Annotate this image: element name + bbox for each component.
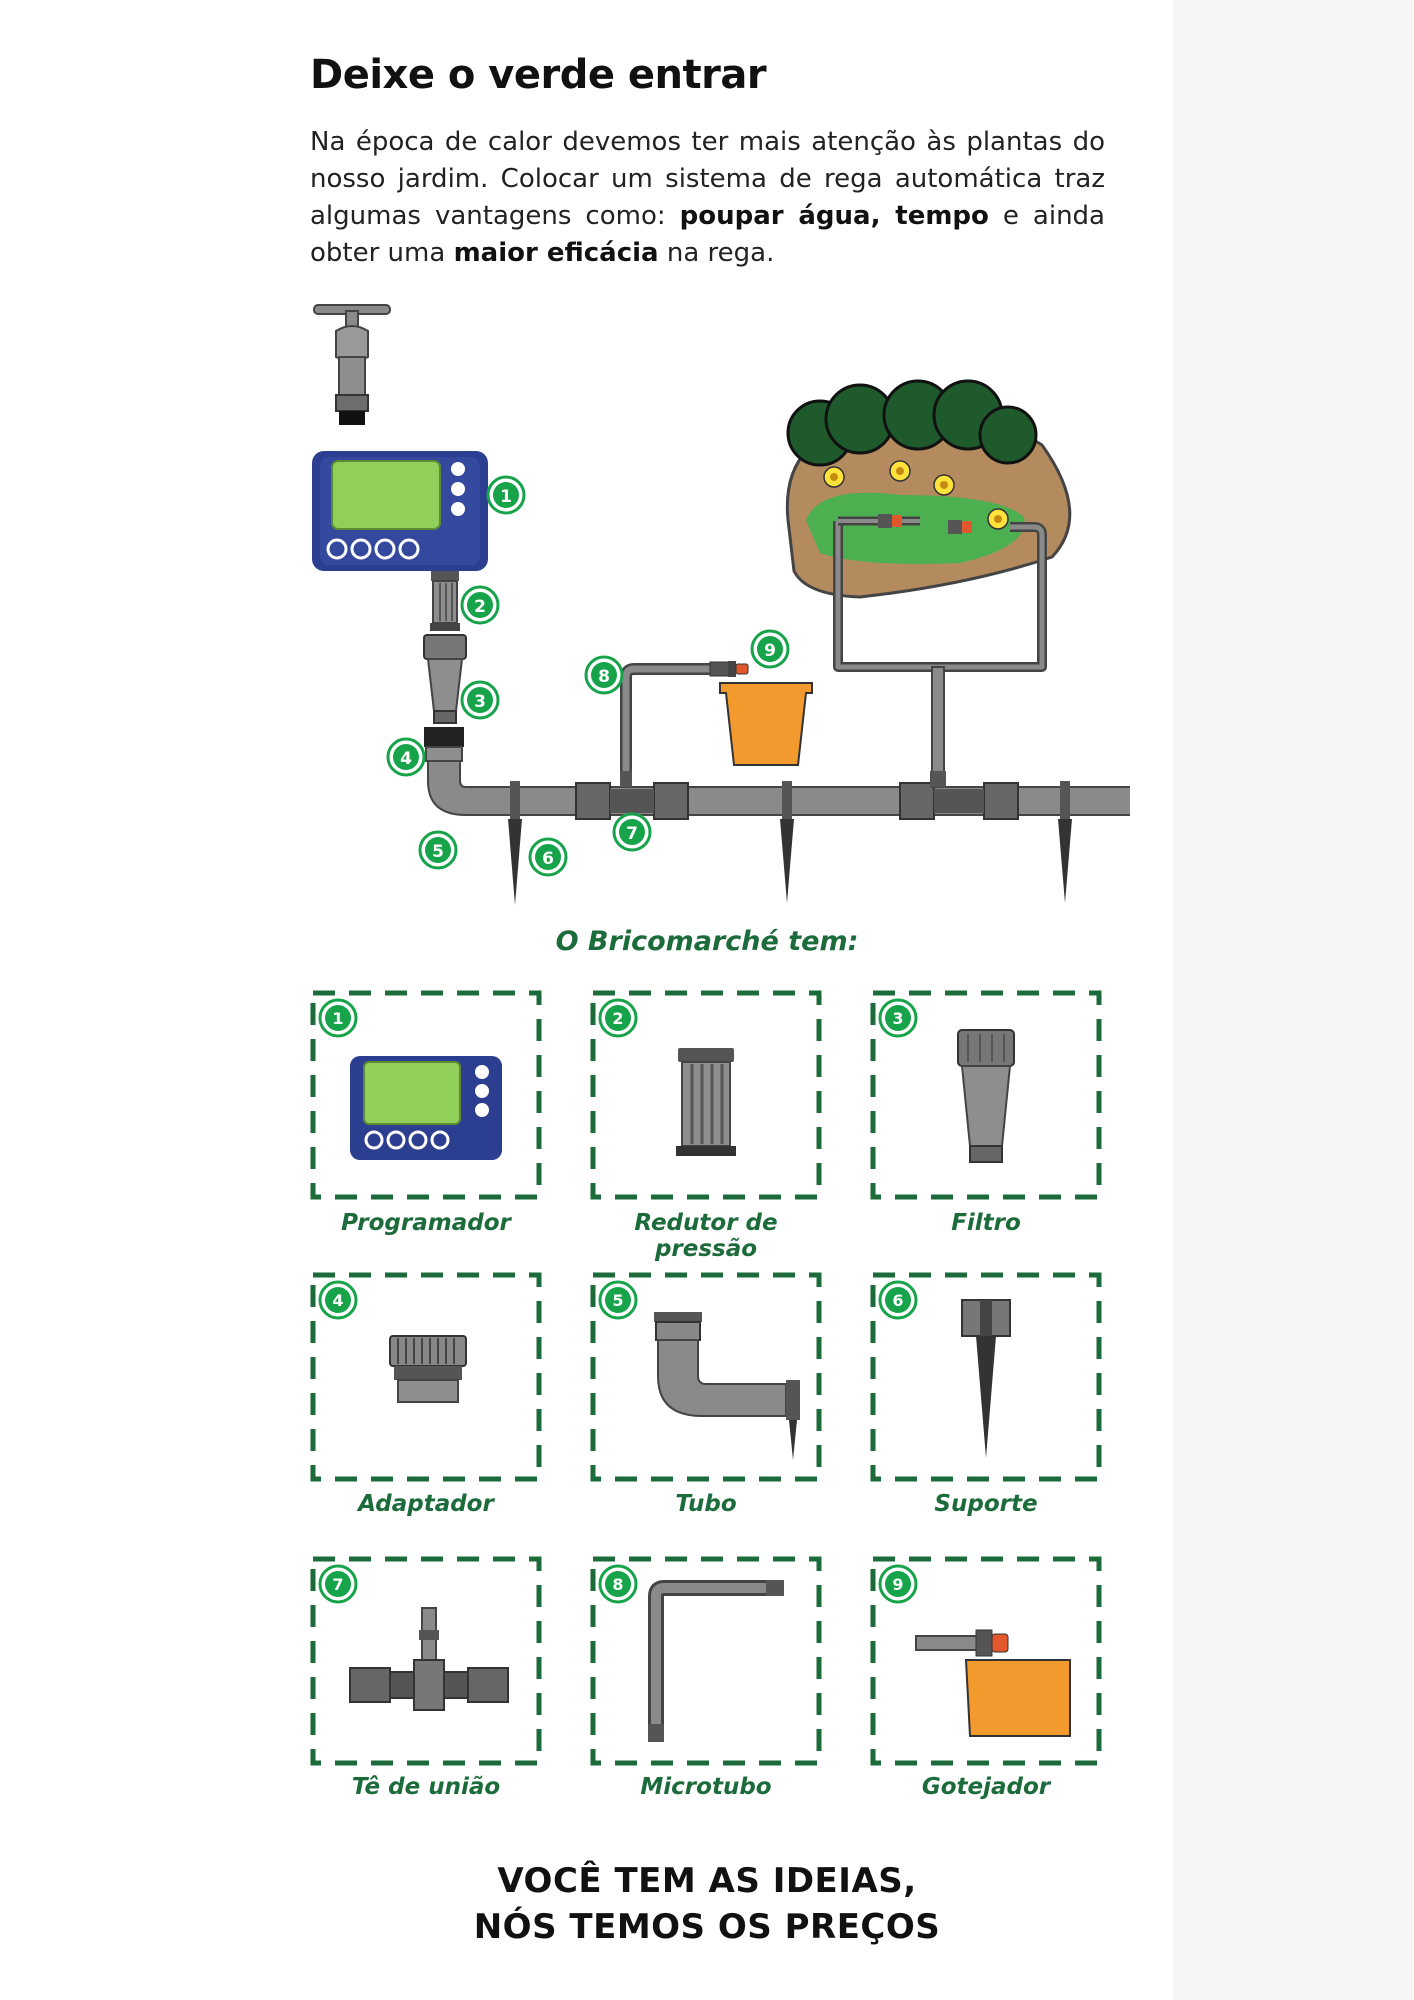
badge-9: 9 [878, 1564, 918, 1604]
pressure-reducer-part [430, 571, 460, 631]
svg-text:2: 2 [474, 597, 486, 617]
badge-6: 6 [878, 1280, 918, 1320]
dashed-frame [870, 990, 1102, 1200]
intro-text-3: na rega. [658, 238, 775, 268]
filter-icon [957, 1029, 1015, 1163]
irrigation-diagram: 1 2 3 4 5 6 7 8 9 [312, 304, 1130, 905]
product-card-2: 2 [590, 990, 822, 1200]
svg-text:2: 2 [612, 1009, 623, 1028]
product-card-7: 7 [310, 1556, 542, 1766]
microtube-icon [648, 1580, 784, 1742]
badge-5: 5 [598, 1280, 638, 1320]
dashed-frame [590, 1272, 822, 1482]
main-tube [427, 760, 1130, 820]
dashed-frame [870, 1272, 1102, 1482]
diagram-marker-6: 6 [528, 837, 568, 877]
slogan-line-1: VOCÊ TEM AS IDEIAS, [497, 1861, 917, 1901]
svg-text:6: 6 [542, 849, 554, 869]
dashed-frame [310, 990, 542, 1200]
svg-text:3: 3 [892, 1009, 903, 1028]
products-heading: O Bricomarché tem: [555, 926, 859, 957]
diagram-marker-1: 1 [486, 475, 526, 515]
badge-8: 8 [598, 1564, 638, 1604]
product-label-2: Redutor de pressão [634, 1210, 778, 1262]
svg-text:4: 4 [332, 1291, 343, 1310]
programmer-icon [350, 1056, 502, 1160]
diagram-marker-7: 7 [612, 812, 652, 852]
svg-text:4: 4 [400, 749, 412, 769]
intro-paragraph: Na época de calor devemos ter mais atenç… [310, 124, 1105, 272]
diagram-marker-9: 9 [750, 629, 790, 669]
intro-text-1: Na época de calor devemos ter mais atenç… [310, 127, 1105, 231]
svg-text:5: 5 [612, 1291, 623, 1310]
product-card-6: 6 [870, 1272, 1102, 1482]
svg-text:9: 9 [764, 641, 776, 661]
tube-icon [654, 1312, 800, 1460]
svg-text:1: 1 [332, 1009, 343, 1028]
tap-icon [313, 304, 391, 425]
dashed-frame [590, 1556, 822, 1766]
product-card-9: 9 [870, 1556, 1102, 1766]
product-label-9: Gotejador [921, 1774, 1051, 1800]
diagram-marker-8: 8 [584, 655, 624, 695]
svg-text:9: 9 [892, 1575, 903, 1594]
garden-bed [785, 379, 1072, 788]
product-label-8: Microtubo [640, 1774, 772, 1800]
product-card-8: 8 [590, 1556, 822, 1766]
adapter-part [424, 727, 464, 762]
product-label-3: Filtro [951, 1210, 1021, 1236]
svg-text:3: 3 [474, 692, 486, 712]
svg-text:8: 8 [612, 1575, 623, 1594]
diagram-marker-3: 3 [460, 680, 500, 720]
badge-3: 3 [878, 998, 918, 1038]
svg-text:5: 5 [432, 842, 444, 862]
filter-part [423, 634, 467, 724]
page-margin-shade [1173, 0, 1414, 2000]
product-label-4: Adaptador [358, 1491, 494, 1517]
dashed-frame [310, 1556, 542, 1766]
product-label-6: Suporte [934, 1491, 1038, 1517]
pressure-reducer-icon [676, 1048, 736, 1156]
dashed-frame [310, 1272, 542, 1482]
svg-text:7: 7 [332, 1575, 343, 1594]
dripper-with-pot [709, 661, 813, 766]
diagram-marker-4: 4 [386, 737, 426, 777]
dashed-frame [870, 1556, 1102, 1766]
product-label-1: Programador [341, 1210, 511, 1236]
slogan-line-2: NÓS TEMOS OS PREÇOS [473, 1907, 941, 1947]
product-card-3: 3 [870, 990, 1102, 1200]
programmer-unit-icon [312, 451, 488, 571]
adapter-icon [389, 1335, 467, 1403]
intro-highlight-1: poupar água, tempo [679, 201, 989, 231]
badge-2: 2 [598, 998, 638, 1038]
badge-7: 7 [318, 1564, 358, 1604]
badge-1: 1 [318, 998, 358, 1038]
diagram-marker-5: 5 [418, 830, 458, 870]
product-card-1: 1 [310, 990, 542, 1200]
diagram-marker-2: 2 [460, 585, 500, 625]
dripper-icon [915, 1629, 1071, 1737]
svg-text:6: 6 [892, 1291, 903, 1310]
slogan: VOCÊ TEM AS IDEIAS, NÓS TEMOS OS PREÇOS [0, 1858, 1414, 1950]
intro-highlight-2: maior eficácia [453, 238, 659, 268]
svg-text:8: 8 [598, 667, 610, 687]
product-label-7: Tê de união [351, 1774, 501, 1800]
product-card-5: 5 [590, 1272, 822, 1482]
microtube-to-pot [620, 663, 730, 787]
dashed-frame [590, 990, 822, 1200]
product-label-5: Tubo [675, 1491, 737, 1517]
product-card-4: 4 [310, 1272, 542, 1482]
page-title: Deixe o verde entrar [310, 52, 767, 98]
stake-icon [961, 1299, 1011, 1458]
svg-text:1: 1 [500, 487, 512, 507]
badge-4: 4 [318, 1280, 358, 1320]
intro-text-2: e ainda obter uma [310, 201, 1105, 268]
svg-text:7: 7 [626, 824, 638, 844]
tee-connector-icon [349, 1607, 509, 1711]
stakes [508, 781, 1072, 905]
